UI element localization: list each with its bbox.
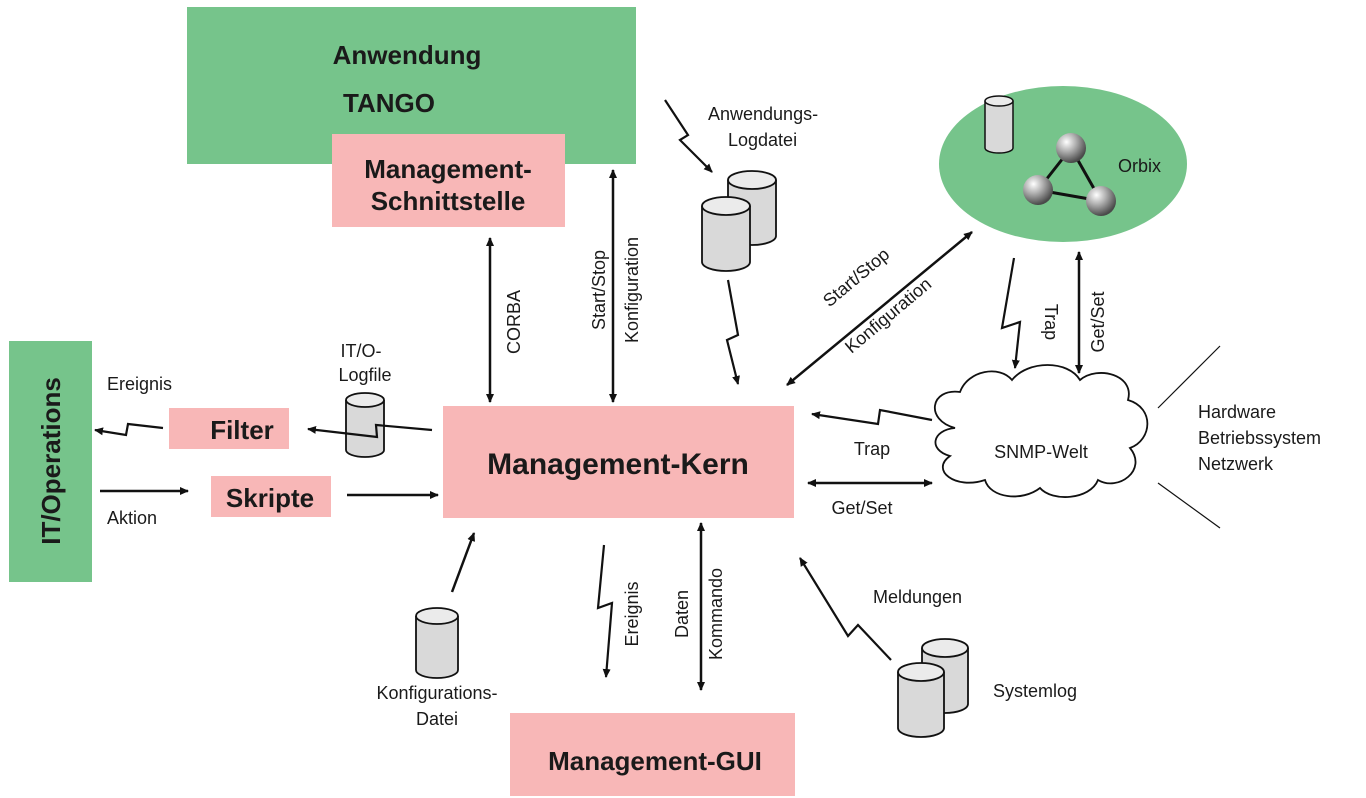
management-gui-box: Management-GUI (510, 713, 795, 796)
meldungen-label: Meldungen (873, 587, 962, 607)
ito-logfile-label-2: Logfile (338, 365, 391, 385)
it-operations-label: IT/Operations (36, 377, 66, 545)
management-schnittstelle-box: Management- Schnittstelle (332, 134, 565, 227)
ito-logfile-label-1: IT/O- (341, 341, 382, 361)
tango-label: TANGO (343, 88, 435, 118)
trap-label: Trap (854, 439, 890, 459)
betriebssystem-label: Betriebssystem (1198, 428, 1321, 448)
gui-label: Management-GUI (548, 746, 762, 776)
filter-box: Filter (169, 408, 289, 449)
orbix-label: Orbix (1118, 156, 1161, 176)
anwendungs-logdatei-lightning (664, 99, 713, 173)
start-stop-orbix-arrow (786, 231, 973, 386)
it-operations-box: IT/Operations (9, 341, 92, 582)
systemlog-meldungen-lightning (799, 557, 892, 661)
anwendung-label: Anwendung (333, 40, 482, 70)
hardware-group: Hardware Betriebssystem Netzwerk (1157, 345, 1321, 529)
ereignis-left-label: Ereignis (107, 374, 172, 394)
aktion-label: Aktion (107, 508, 157, 528)
orbix-network-icon (1023, 133, 1116, 216)
snmp-trap-lightning (811, 408, 933, 426)
orbix-ellipse: Orbix (939, 86, 1187, 242)
orbix-database-icon (984, 95, 1014, 154)
hardware-label: Hardware (1198, 402, 1276, 422)
kommando-label: Kommando (706, 568, 726, 660)
schnittstelle-line1: Management- (364, 154, 532, 184)
kern-to-gui-lightning (596, 544, 614, 678)
kern-to-filter-lightning (307, 423, 433, 439)
ito-logfile-cylinder (345, 392, 385, 458)
get-set-vertical-label: Get/Set (1088, 291, 1108, 352)
anwendungs-logdatei-label-1: Anwendungs- (708, 104, 818, 124)
filter-label: Filter (210, 415, 274, 445)
konfiguration-tango-label: Konfiguration (622, 237, 642, 343)
systemlog-label: Systemlog (993, 681, 1077, 701)
logdatei-to-kern-lightning (725, 279, 740, 385)
snmp-welt-label: SNMP-Welt (994, 442, 1088, 462)
start-stop-orbix-label: Start/Stop (819, 244, 893, 311)
konfig-datei-label-1: Konfigurations- (376, 683, 497, 703)
schnittstelle-line2: Schnittstelle (371, 186, 526, 216)
ereignis-bottom-label: Ereignis (622, 581, 642, 646)
corba-label: CORBA (504, 290, 524, 354)
konfigurations-datei-cylinder (415, 607, 459, 679)
filter-to-it-lightning (94, 422, 164, 437)
netzwerk-label: Netzwerk (1198, 454, 1274, 474)
snmp-welt-cloud: SNMP-Welt (934, 364, 1149, 498)
daten-label: Daten (672, 590, 692, 638)
start-stop-tango-label: Start/Stop (589, 250, 609, 330)
konfig-datei-label-2: Datei (416, 709, 458, 729)
anwendungs-logdatei-cylinders (701, 170, 777, 272)
konfig-to-kern-arrow (450, 532, 476, 593)
management-kern-box: Management-Kern (443, 406, 794, 518)
get-set-label: Get/Set (831, 498, 892, 518)
anwendungs-logdatei-label-2: Logdatei (728, 130, 797, 150)
orbix-trap-lightning (1000, 257, 1022, 369)
trap-vertical-label: Trap (1041, 304, 1061, 340)
skripte-label: Skripte (226, 483, 314, 513)
kern-label: Management-Kern (487, 448, 749, 481)
skripte-box: Skripte (211, 476, 331, 517)
systemlog-cylinders (897, 638, 969, 738)
